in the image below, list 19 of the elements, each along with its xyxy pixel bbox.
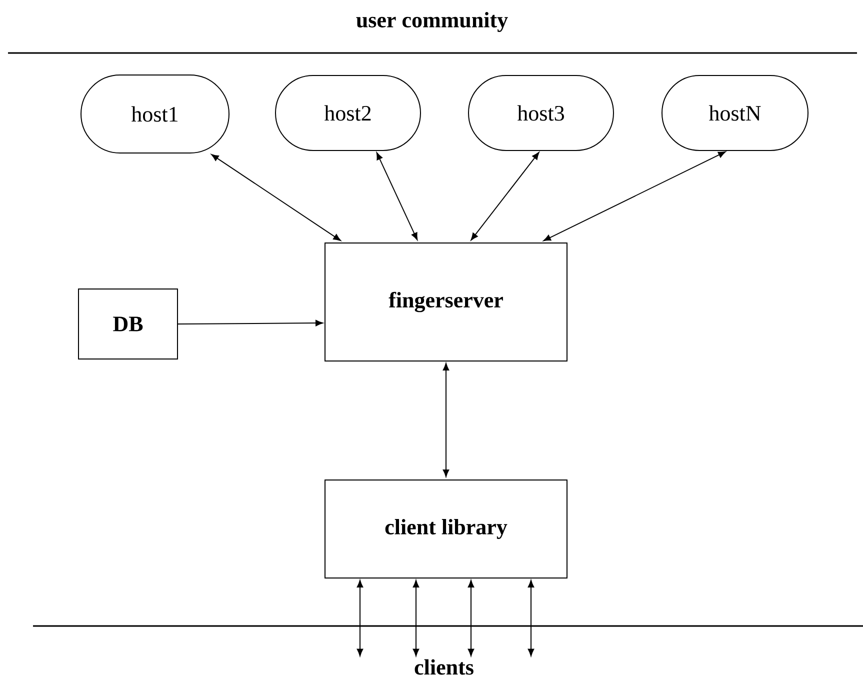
arrow xyxy=(211,154,341,241)
host-box: host2 xyxy=(275,75,421,151)
arrow xyxy=(543,151,726,242)
host-box: host1 xyxy=(80,74,230,154)
arrow xyxy=(528,580,534,656)
host-box: hostN xyxy=(662,75,808,151)
title: user community xyxy=(356,12,508,32)
arrow xyxy=(356,580,364,656)
host-box: host3 xyxy=(468,75,614,151)
arrow xyxy=(178,320,324,326)
arrow xyxy=(468,580,474,656)
arrow xyxy=(376,152,418,240)
database-box: DB xyxy=(78,288,178,360)
arrow xyxy=(442,362,450,477)
library-box: client library xyxy=(324,480,568,578)
arrow xyxy=(412,580,420,656)
group-label: clients xyxy=(414,659,474,675)
server-box: fingerserver xyxy=(324,242,568,362)
arrow xyxy=(470,152,540,240)
